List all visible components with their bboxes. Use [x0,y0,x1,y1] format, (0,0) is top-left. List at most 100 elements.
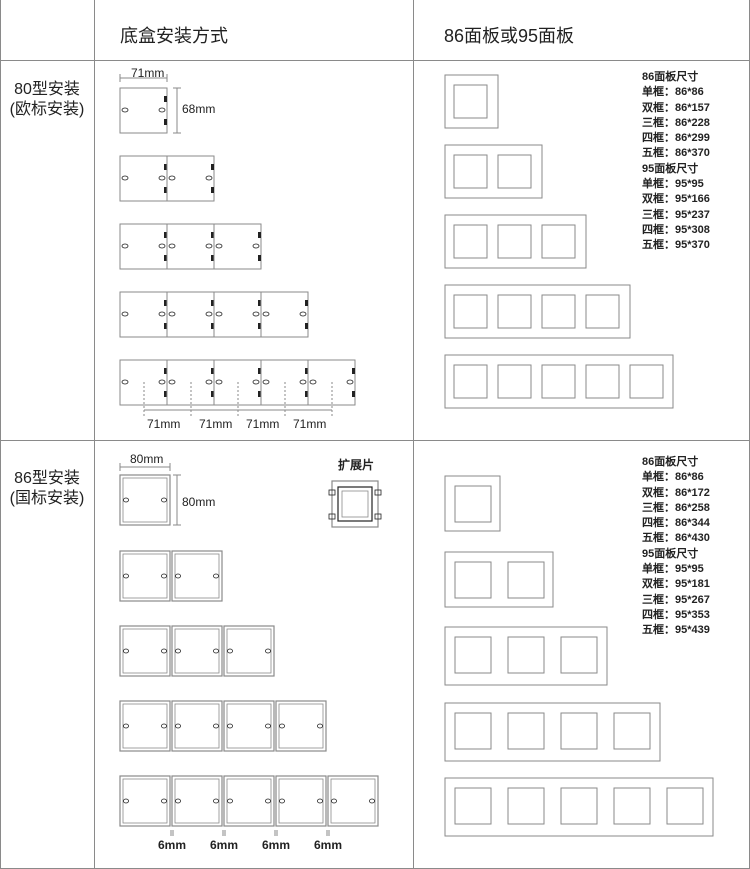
spec-item: 95面板尺寸 [642,162,699,175]
screw-hole [161,723,167,729]
back-box-inner [174,703,220,749]
back-box-86 [223,775,275,827]
spec-item: 双框：86*172 [642,486,710,499]
screw-hole [123,798,129,804]
screw-hole [252,243,260,249]
panel-slot [454,712,492,750]
panel-frame [444,626,608,686]
back-box-86 [119,474,171,526]
back-box-inner [122,703,168,749]
panel-slot [507,712,545,750]
panel-slot [497,224,532,259]
screw-hole [158,311,166,317]
back-box-86 [275,700,327,752]
connector-tab [211,368,214,374]
spec-item: 单框：95*95 [642,563,704,576]
spec-item: 86面板尺寸 [642,456,699,468]
box80-width-label: 71mm [131,66,165,80]
screw-hole [252,311,260,317]
connector-tab [164,187,167,193]
panel-slot [541,364,576,399]
expansion-piece-label: 扩展片 [338,458,375,472]
expansion-piece-inner [337,486,373,522]
connector-tab [164,368,167,374]
spec-item: 单框：86*86 [642,86,704,99]
connector-tab [305,368,308,374]
spec-item: 单框：95*95 [642,178,704,191]
screw-hole [121,379,129,385]
screw-hole [168,379,176,385]
connector-tab [164,164,167,170]
back-box-80 [166,291,215,338]
screw-hole [262,379,270,385]
panel-slot [453,294,488,329]
expansion-tab [328,489,336,496]
screw-hole [279,798,285,804]
connector-tab [305,300,308,306]
spec-item: 五框：95*439 [642,624,710,637]
screw-hole [213,723,219,729]
connector-tab [211,300,214,306]
back-box-inner [278,703,324,749]
row-label-80: 80型安装 (欧标安装) [0,80,94,120]
connector-tab [211,255,214,261]
panel-slot [585,364,620,399]
panel-slot [454,787,492,825]
connector-tab [258,232,261,238]
expansion-piece [331,480,379,528]
screw-hole [175,798,181,804]
screw-hole [121,311,129,317]
spec-item: 95面板尺寸 [642,547,699,560]
connector-tab [258,391,261,397]
box86-height-label: 80mm [182,495,216,509]
back-box-86 [171,550,223,602]
panel-frame [444,551,554,608]
spec-item: 四框：95*308 [642,223,710,236]
panel-slot [613,787,651,825]
panel-frame [444,475,501,532]
connector-tab [164,232,167,238]
spec-item: 五框：86*430 [642,532,710,545]
panel-slot [454,636,492,674]
back-box-inner [278,778,324,824]
screw-hole [168,243,176,249]
back-box-inner [226,703,272,749]
back-box-86 [223,625,275,677]
back-box-80 [119,291,168,338]
panel-frame [444,284,631,339]
panel-slot [507,561,545,599]
spec-item: 四框：95*353 [642,608,710,621]
panel-slot [666,787,704,825]
connector-tab [258,368,261,374]
screw-hole [175,723,181,729]
back-box-inner [330,778,376,824]
connector-tab [352,391,355,397]
panel-frame [444,74,499,129]
screw-hole [227,798,233,804]
expansion-tab [374,513,382,520]
screw-hole [262,311,270,317]
panel-slot [560,636,598,674]
screw-hole [331,798,337,804]
connector-tab [258,300,261,306]
screw-hole [158,243,166,249]
screw-hole [123,648,129,654]
screw-hole [205,175,213,181]
panel-slot [497,364,532,399]
panel-slot [507,787,545,825]
connector-tab [211,323,214,329]
screw-hole [227,723,233,729]
back-box-80 [213,291,262,338]
back-box-inner [226,778,272,824]
panel-frame [444,354,674,409]
screw-hole [369,798,375,804]
screw-hole [161,798,167,804]
back-box-86 [171,775,223,827]
row-label-86: 86型安装 (国标安装) [0,469,94,509]
box86-spacing-4: 6mm [314,838,343,852]
connector-tab [211,391,214,397]
screw-hole [158,107,166,113]
screw-hole [317,798,323,804]
screw-hole [161,573,167,579]
back-box-86 [119,775,171,827]
